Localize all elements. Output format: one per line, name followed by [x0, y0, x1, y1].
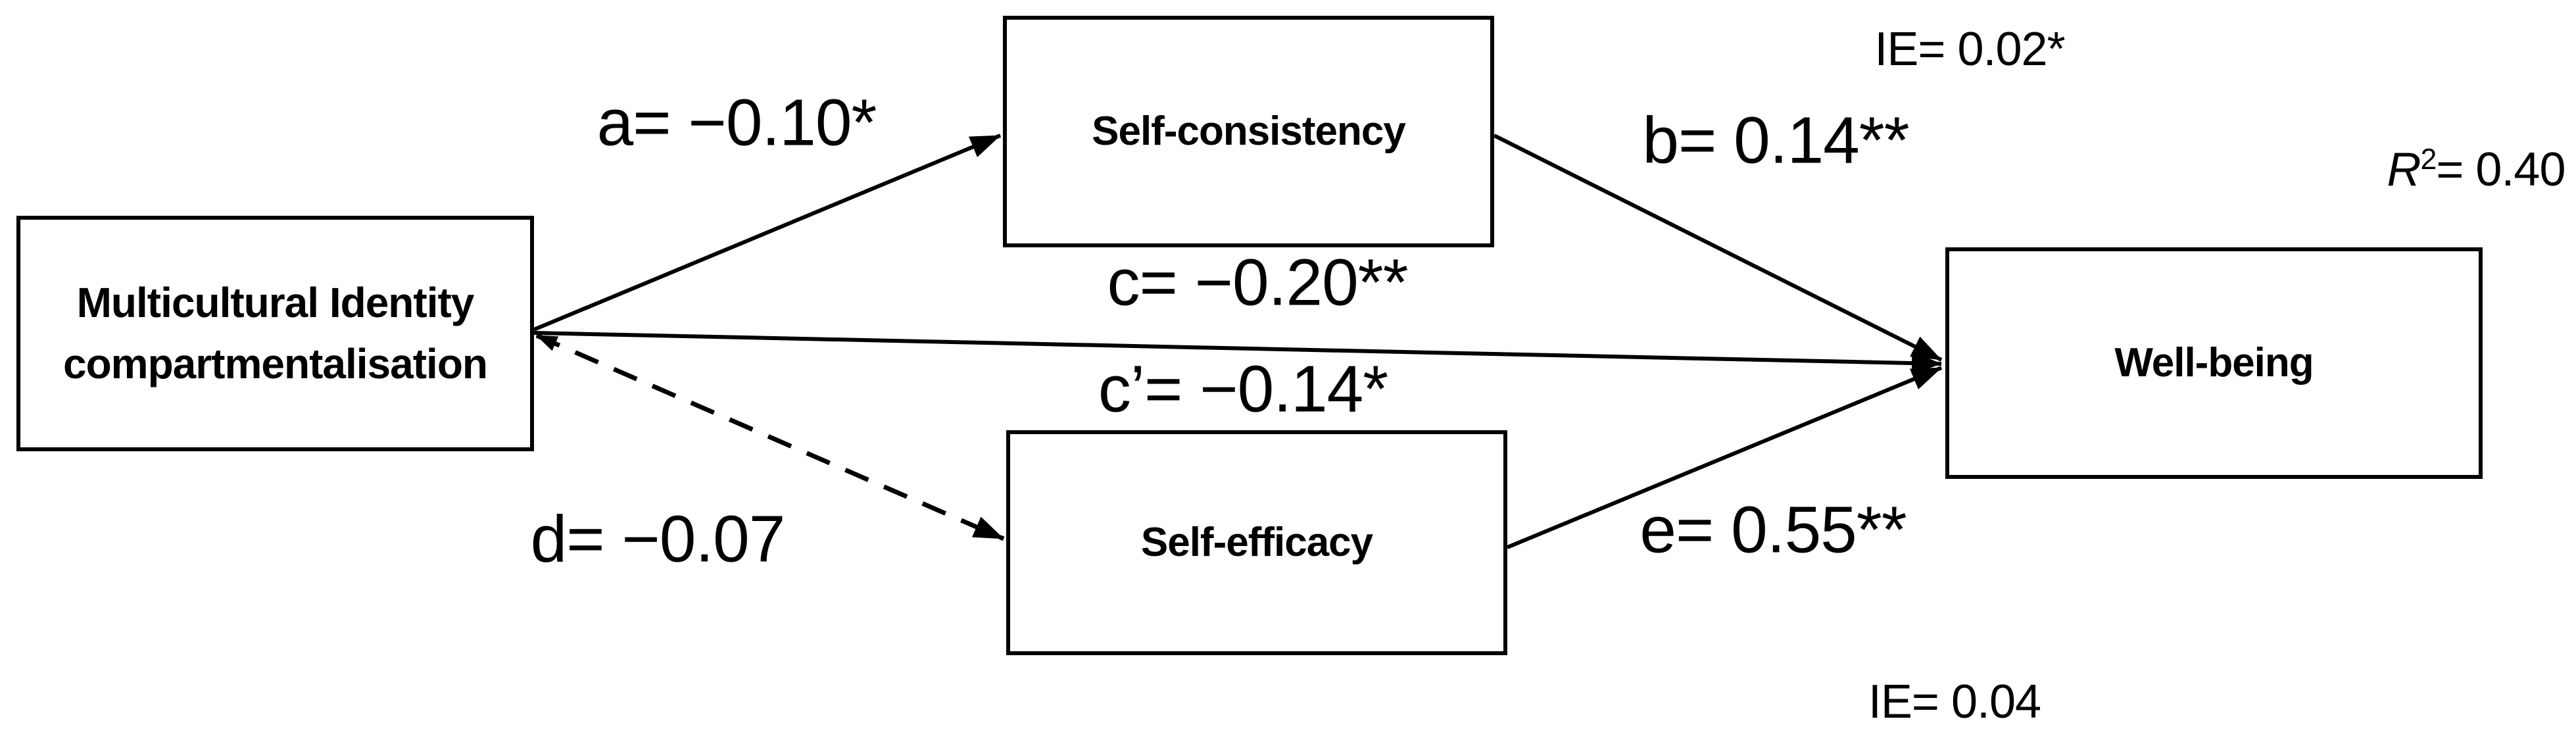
r-squared-base: R	[2387, 143, 2421, 196]
indirect-effect-bottom-label: IE= 0.04	[1868, 676, 2041, 728]
node-outcome-well-being: Well-being	[1945, 247, 2483, 479]
node-predictor-label-line2: compartmentalisation	[62, 340, 488, 387]
path-d-label: d= −0.07	[530, 502, 786, 576]
indirect-effect-top-label: IE= 0.02*	[1874, 23, 2065, 76]
node-mediator-self-efficacy-label: Self-efficacy	[1140, 520, 1373, 566]
node-predictor-label-line1: Multicultural Identity	[76, 279, 475, 327]
node-mediator-self-consistency: Self-consistency	[1003, 16, 1494, 247]
r-squared-value: = 0.40	[2436, 143, 2565, 196]
node-predictor-label: Multicultural Identity compartmentalisat…	[62, 272, 488, 395]
node-predictor: Multicultural Identity compartmentalisat…	[16, 216, 534, 451]
node-mediator-self-efficacy: Self-efficacy	[1006, 430, 1507, 655]
node-mediator-self-consistency-label: Self-consistency	[1092, 109, 1406, 155]
path-b-label: b= 0.14**	[1642, 103, 1909, 178]
node-outcome-well-being-label: Well-being	[2114, 340, 2314, 386]
path-c-label: c= −0.20**	[1107, 245, 1408, 320]
r-squared-label: R2= 0.40	[2387, 143, 2565, 197]
path-a-label: a= −0.10*	[596, 86, 877, 160]
path-e-label: e= 0.55**	[1640, 493, 1907, 567]
r-squared-superscript: 2	[2420, 143, 2437, 176]
path-a-arrow	[533, 134, 1002, 332]
path-c-prime-label: c’= −0.14*	[1098, 352, 1388, 426]
